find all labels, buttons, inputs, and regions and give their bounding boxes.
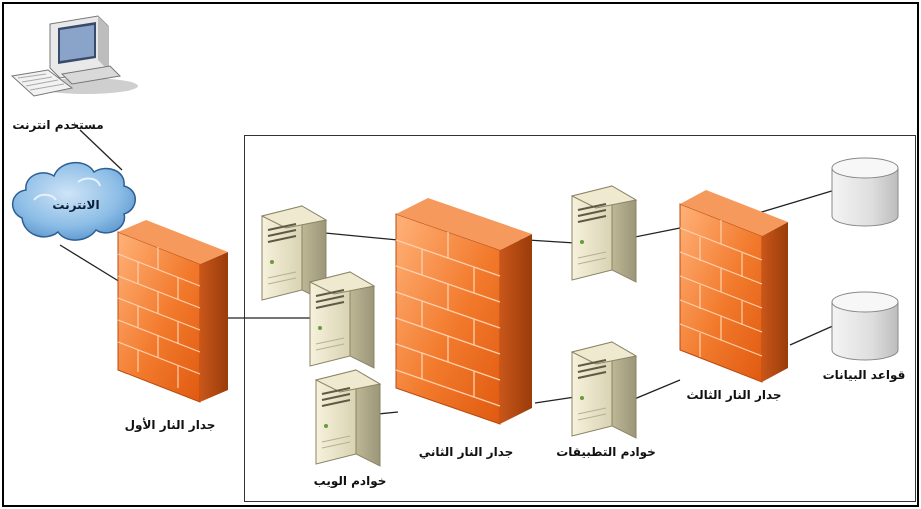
cloud-icon <box>12 162 136 241</box>
firewall-icon <box>679 190 788 383</box>
firewall-icon <box>117 220 228 403</box>
database-icon <box>831 291 899 361</box>
firewall-3-label: جدار النار الثالث <box>686 388 782 402</box>
internet-label: الانترنت <box>52 198 100 212</box>
app-servers-label: خوادم التطبيقات <box>556 445 656 459</box>
server-icon <box>570 341 638 439</box>
internet-user-label: مستخدم انترنت <box>12 118 104 132</box>
server-icon <box>260 205 328 303</box>
database-icon <box>831 157 899 227</box>
firewall-1-label: جدار النار الأول <box>124 418 216 432</box>
web-servers-label: خوادم الويب <box>313 474 387 488</box>
databases-label: قواعد البيانات <box>822 368 906 382</box>
computer-icon <box>10 15 138 97</box>
firewall-icon <box>395 198 532 425</box>
connection-lines <box>59 129 836 416</box>
server-icon <box>314 369 382 467</box>
server-icon <box>570 185 638 283</box>
firewall-2-label: جدار النار الثاني <box>418 445 514 459</box>
server-icon <box>308 271 376 369</box>
